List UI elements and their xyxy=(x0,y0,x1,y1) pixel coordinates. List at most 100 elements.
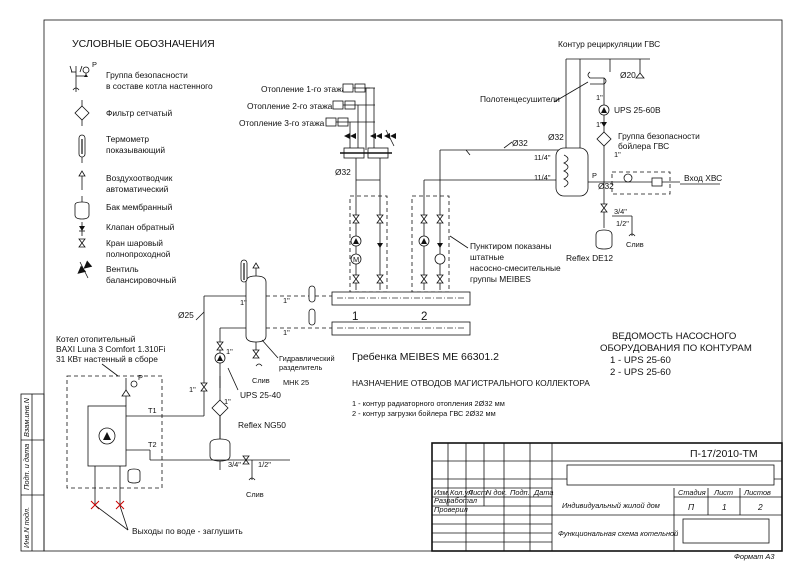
cold-in-label: Вход ХВС xyxy=(684,173,722,183)
reflex-de12: Reflex DE12 xyxy=(566,253,613,263)
boiler-line-1: Котел отопительный xyxy=(56,334,136,344)
sheet-h: Лист xyxy=(713,488,733,497)
check-valve-icon xyxy=(79,222,85,236)
pump-group-2 xyxy=(411,195,450,293)
dhw-114-2: 11/4" xyxy=(534,173,551,182)
legend-safety-1: Группа безопасности xyxy=(106,70,188,80)
recirc-title: Контур рециркуляции ГВС xyxy=(558,39,660,49)
pumps-item-2: 2 - UPS 25-60 xyxy=(610,367,671,378)
thermometer-icon xyxy=(78,134,86,163)
legend-vent-2: автоматический xyxy=(106,184,169,194)
outlets-label: Выходы по воде - заглушить xyxy=(132,526,243,536)
floor-3-label: Отопление 3-го этажа xyxy=(239,118,325,128)
pump-1in: 1" xyxy=(226,347,233,356)
tank-p: P xyxy=(592,171,597,180)
drawing-frame xyxy=(43,19,783,552)
dhw-tank xyxy=(555,147,589,197)
doc-code: П-17/2010-ТМ xyxy=(690,448,758,460)
legend-ball-1: Кран шаровый xyxy=(106,238,163,248)
legend-filter: Фильтр сетчатый xyxy=(106,108,173,118)
drawing-name: Функциональная схема котельной xyxy=(558,529,678,538)
note-line-4: группы MEIBES xyxy=(470,274,531,284)
legend-title: УСЛОВНЫЕ ОБОЗНАЧЕНИЯ xyxy=(72,38,215,50)
dhw-1in-a: 1" xyxy=(596,93,603,102)
hydro-2: разделитель xyxy=(279,363,322,372)
col-izm: Изм. xyxy=(434,488,450,497)
boiler-line-3: 31 КВт настенный в сборе xyxy=(56,354,158,364)
legend-balance-2: балансировочный xyxy=(106,275,176,285)
assign-line-1: 1 - контур радиаторного отопления 2Ø32 м… xyxy=(352,399,505,408)
pumps-title-2: ОБОРУДОВАНИЯ ПО КОНТУРАМ xyxy=(600,343,752,354)
d32-dhw: Ø32 xyxy=(512,138,528,148)
col-list: Лист xyxy=(467,488,487,497)
tank-icon xyxy=(74,196,90,220)
hs-1in-a: 1" xyxy=(283,296,290,305)
pump-groups: M Пунктиром показаны штатные насосно-сме… xyxy=(349,195,561,293)
pump-group-1 xyxy=(349,195,388,293)
dhw-114-1: 11/4" xyxy=(534,153,551,162)
legend-vent-1: Воздухоотводчик xyxy=(106,173,173,183)
reflex-ng50: Reflex NG50 3/4" 1/2" Слив xyxy=(150,416,290,499)
boiler-pump-label: UPS 25-40 xyxy=(240,390,281,400)
hs-1in-b: 1" xyxy=(283,328,290,337)
dhw-safety-2: бойлера ГВС xyxy=(618,141,669,151)
note-line-2: штатные xyxy=(470,252,504,262)
de12-12: 1/2" xyxy=(616,219,629,228)
floor-2-label: Отопление 2-го этажа xyxy=(247,101,333,111)
col-kol: Кол.уч xyxy=(450,488,472,497)
stamp-replace: Взам.инв.N xyxy=(22,397,31,437)
safety-icon-p: P xyxy=(92,60,97,69)
assign-title: НАЗНАЧЕНИЕ ОТВОДОВ МАГИСТРАЛЬНОГО КОЛЛЕК… xyxy=(352,378,590,388)
hydro-3: МНК 25 xyxy=(283,378,309,387)
legend-ball-2: полнопроходной xyxy=(106,249,171,259)
sheet: 1 xyxy=(722,502,727,512)
mixer-m: M xyxy=(353,255,359,264)
sheets: 2 xyxy=(757,502,763,512)
legend-safety-2: в составе котла настенного xyxy=(106,81,213,91)
filter-1in: 1" xyxy=(224,397,231,406)
legend-balance-1: Вентиль xyxy=(106,264,139,274)
dhw-circuit: Контур рециркуляции ГВС Ø20 Полотенцесуш… xyxy=(480,39,722,263)
format: Формат А3 xyxy=(734,552,775,561)
ng-12: 1/2" xyxy=(258,460,271,469)
redacted-box-1 xyxy=(566,464,775,486)
legend-check: Клапан обратный xyxy=(106,222,175,232)
legend-thermo-2: показывающий xyxy=(106,145,165,155)
dhw-1in-c: 1" xyxy=(614,150,621,159)
note-line-1: Пунктиром показаны xyxy=(470,241,551,251)
title-block: П-17/2010-ТМ Изм. Кол.уч Лист N док. Под… xyxy=(431,442,783,561)
legend: УСЛОВНЫЕ ОБОЗНАЧЕНИЯ P Группа безопаснос… xyxy=(69,38,215,285)
col-ndoc: N док. xyxy=(486,488,507,497)
tank-d32-b: Ø32 xyxy=(598,181,614,191)
boiler-1in: 1" xyxy=(189,385,196,394)
ball-valve-icon xyxy=(78,238,86,248)
col-podp: Подп. xyxy=(510,488,530,497)
pumps-item-1: 1 - UPS 25-60 xyxy=(610,355,671,366)
redacted-box-2 xyxy=(682,518,770,544)
legend-thermo-1: Термометр xyxy=(106,134,149,144)
boiler-line-2: BAXI Luna 3 Comfort 1.310Fi xyxy=(56,344,166,354)
balancing-valve-icon xyxy=(77,260,93,279)
d25-label: Ø25 xyxy=(178,310,194,320)
legend-tank: Бак мембранный xyxy=(106,202,173,212)
col-data: Дата xyxy=(533,488,554,497)
heating-risers: Отопление 1-го этажа Отопление 2-го этаж… xyxy=(239,83,396,290)
towel-label: Полотенцесушители xyxy=(480,94,560,104)
assign-line-2: 2 - контур загрузки бойлера ГВС 2Ø32 мм xyxy=(352,409,496,418)
hydro-separator: 1" 1" 1" Гидравлический разделитель МНК … xyxy=(178,259,335,460)
manifold-title: Гребенка MEIBES ME 66301.2 xyxy=(352,351,499,363)
stage: П xyxy=(688,502,695,512)
stamp-inv: Инв.N подл. xyxy=(22,507,31,548)
ng-34: 3/4" xyxy=(228,460,241,469)
hydro-drain: Слив xyxy=(252,376,270,385)
pumps-title-1: ВЕДОМОСТЬ НАСОСНОГО xyxy=(612,331,736,342)
t2-label: T2 xyxy=(148,440,157,449)
towel-dryer-icon xyxy=(587,71,607,85)
air-vent-icon xyxy=(78,170,86,190)
de12-drain: Слив xyxy=(626,240,644,249)
developed: Разработал xyxy=(434,496,478,505)
reflex-ng-label: Reflex NG50 xyxy=(238,420,286,430)
object-name: Индивидуальный жилой дом xyxy=(562,501,660,510)
phi20: Ø20 xyxy=(620,70,636,80)
